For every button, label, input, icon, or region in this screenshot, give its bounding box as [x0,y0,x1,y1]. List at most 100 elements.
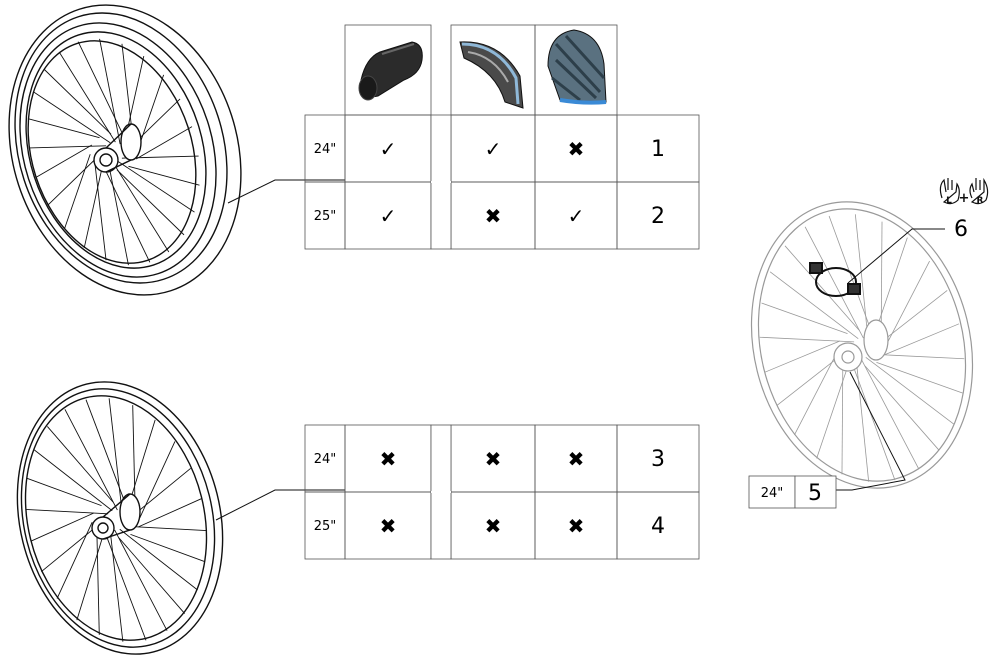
incompatible-cross-icon: ✖ [380,447,397,471]
wheel-hub-illustration [750,201,974,489]
spoke [114,529,168,631]
table-row: 24" ✖ ✖ ✖ 3 [304,424,700,493]
table-cell [616,181,700,250]
treaded-tire-profile-icon [547,29,607,105]
tire-column-headers [344,24,618,116]
compatibility-tables: 24" ✓ ✓ ✖ 1 25" ✓ ✖ ✓ 2 24" ✖ ✖ ✖ 3 25" ✖ ✖ ✖ 4 [304,114,700,560]
wheel-rim-illustration [16,381,224,655]
spoke [123,525,207,532]
both-hands-icon: L + R [939,177,989,206]
wheel-size: 24" [314,142,337,157]
solid-tire-insert-icon [358,41,423,101]
spoke [117,160,195,213]
spoke [135,126,193,160]
spoke [794,350,839,436]
spoke [784,245,860,331]
table-row: 24" ✓ ✓ ✖ 1 [304,114,700,183]
spoke [58,51,116,143]
spoke [108,398,123,513]
part-reference-number: 1 [651,137,665,162]
spoke [841,358,844,475]
spoke [132,405,136,510]
compatible-check-icon: ✓ [380,137,397,161]
right-wheel-callout: 24" 5 6 [748,217,968,509]
table-row: 25" ✖ ✖ ✖ 4 [304,491,700,560]
spoke [885,260,930,346]
incompatible-cross-icon: ✖ [568,137,585,161]
part-reference-number: 4 [651,514,665,539]
spoke [26,477,102,507]
spoke [34,449,113,512]
compatibility-table: 24" ✓ ✓ ✖ 1 25" ✓ ✖ ✓ 2 [304,114,700,250]
incompatible-cross-icon: ✖ [380,514,397,538]
spoke [869,353,965,360]
spoke [130,533,206,563]
spoke [118,537,186,614]
right-hand-letter: R [977,196,984,206]
compatibility-table: 24" ✖ ✖ ✖ 3 25" ✖ ✖ ✖ 4 [304,424,700,560]
part-reference-number: 3 [651,447,665,472]
quick-release-ref: 6 [954,217,968,242]
hands-plus: + [959,191,970,206]
spoke [854,214,869,341]
spoke [107,159,129,266]
spoke [33,91,111,144]
spoke [137,498,202,528]
table-row: 25" ✓ ✖ ✓ 2 [304,181,700,250]
spoke [828,215,872,332]
wheel-with-tire-illustration [8,4,242,296]
wheel-size: 24" [314,452,337,467]
incompatible-cross-icon: ✖ [568,447,585,471]
spoke [119,528,198,591]
spoke [64,409,118,511]
incompatible-cross-icon: ✖ [485,204,502,228]
spoke [46,426,114,503]
spoke [804,226,864,339]
spoke [116,169,185,236]
left-hand-letter: L [946,196,952,206]
incompatible-cross-icon: ✖ [485,514,502,538]
spoke [43,68,112,135]
spoke [30,512,95,542]
quick-release-part-icon [809,262,861,297]
spoke [883,323,960,356]
spoke [28,118,100,139]
spoke [63,154,91,230]
spoke [109,527,124,642]
spoke [94,162,107,261]
spoke [137,74,165,150]
leader-lines [215,179,945,521]
spoke [128,165,200,186]
compatible-check-icon: ✓ [568,204,585,228]
spoke [852,364,896,481]
spoke [759,336,855,343]
incompatible-cross-icon: ✖ [568,514,585,538]
compatible-check-icon: ✓ [485,137,502,161]
table-cell [616,491,700,560]
spoke [96,530,100,635]
spoke [860,357,920,470]
spoke [29,145,107,149]
incompatible-cross-icon: ✖ [485,447,502,471]
spoke [864,365,940,451]
spoke [35,144,93,178]
wheel-size: 25" [314,209,337,224]
spoke [769,271,859,340]
spoke [876,361,963,394]
wheel-size: 25" [314,519,337,534]
spoke [865,356,955,425]
spoke [76,523,108,621]
spoke [112,161,170,253]
spoke [880,221,883,338]
right-wheel-ref: 5 [808,481,822,506]
compatible-check-icon: ✓ [380,204,397,228]
spoke [764,340,841,373]
smooth-tire-profile-icon [459,41,524,109]
spoke [855,355,870,482]
spoke [761,302,848,335]
spoke [77,41,124,136]
spoke [99,38,121,145]
spoke [104,168,151,263]
spoke [25,508,109,515]
part-reference-number: 2 [651,204,665,229]
